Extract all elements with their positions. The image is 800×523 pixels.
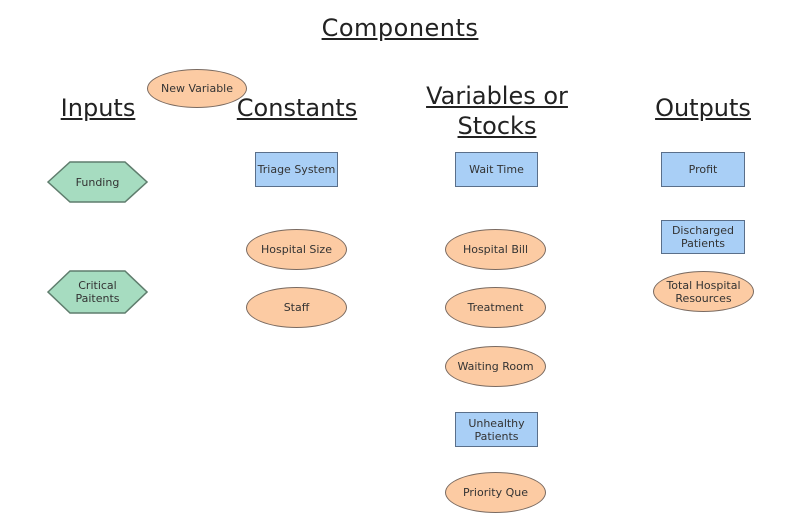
staff-label: Staff	[283, 301, 310, 314]
hospital-bill-node[interactable]: Hospital Bill	[445, 229, 546, 270]
hospital-size-label: Hospital Size	[261, 243, 332, 256]
critical-patients-label: Critical Paitents	[75, 279, 120, 305]
discharged-patients-label: Discharged Patients	[671, 224, 735, 250]
treatment-label: Treatment	[467, 301, 524, 314]
funding-label: Funding	[75, 175, 120, 189]
unhealthy-patients-node[interactable]: Unhealthy Patients	[455, 412, 538, 447]
hospital-bill-label: Hospital Bill	[462, 243, 529, 256]
heading-constants: Constants	[236, 94, 358, 122]
waiting-room-node[interactable]: Waiting Room	[445, 346, 546, 387]
treatment-node[interactable]: Treatment	[445, 287, 546, 328]
staff-node[interactable]: Staff	[246, 287, 347, 328]
profit-node[interactable]: Profit	[661, 152, 745, 187]
wait-time-node[interactable]: Wait Time	[455, 152, 538, 187]
hexagon-shape	[47, 270, 148, 314]
priority-que-node[interactable]: Priority Que	[445, 472, 546, 513]
heading-variables-line1: Variables or	[426, 82, 568, 110]
diagram-title: Components	[321, 14, 479, 42]
waiting-room-label: Waiting Room	[457, 360, 534, 373]
heading-inputs: Inputs	[60, 94, 136, 122]
hospital-size-node[interactable]: Hospital Size	[246, 229, 347, 270]
total-hospital-resources-node[interactable]: Total Hospital Resources	[653, 271, 754, 312]
triage-system-node[interactable]: Triage System	[255, 152, 338, 187]
priority-que-label: Priority Que	[462, 486, 529, 499]
hexagon-shape	[47, 161, 148, 203]
heading-variables-line2: Stocks	[457, 112, 537, 140]
triage-system-label: Triage System	[257, 163, 336, 176]
new-variable-label: New Variable	[160, 82, 234, 95]
unhealthy-patients-label: Unhealthy Patients	[468, 416, 525, 443]
critical-patients-node[interactable]: Critical Paitents	[47, 270, 148, 314]
funding-node[interactable]: Funding	[47, 161, 148, 203]
new-variable-node[interactable]: New Variable	[147, 69, 247, 108]
heading-outputs: Outputs	[655, 94, 751, 122]
profit-label: Profit	[688, 163, 718, 176]
total-hospital-resources-label: Total Hospital Resources	[666, 278, 741, 305]
discharged-patients-node[interactable]: Discharged Patients	[661, 220, 745, 254]
wait-time-label: Wait Time	[469, 163, 524, 176]
